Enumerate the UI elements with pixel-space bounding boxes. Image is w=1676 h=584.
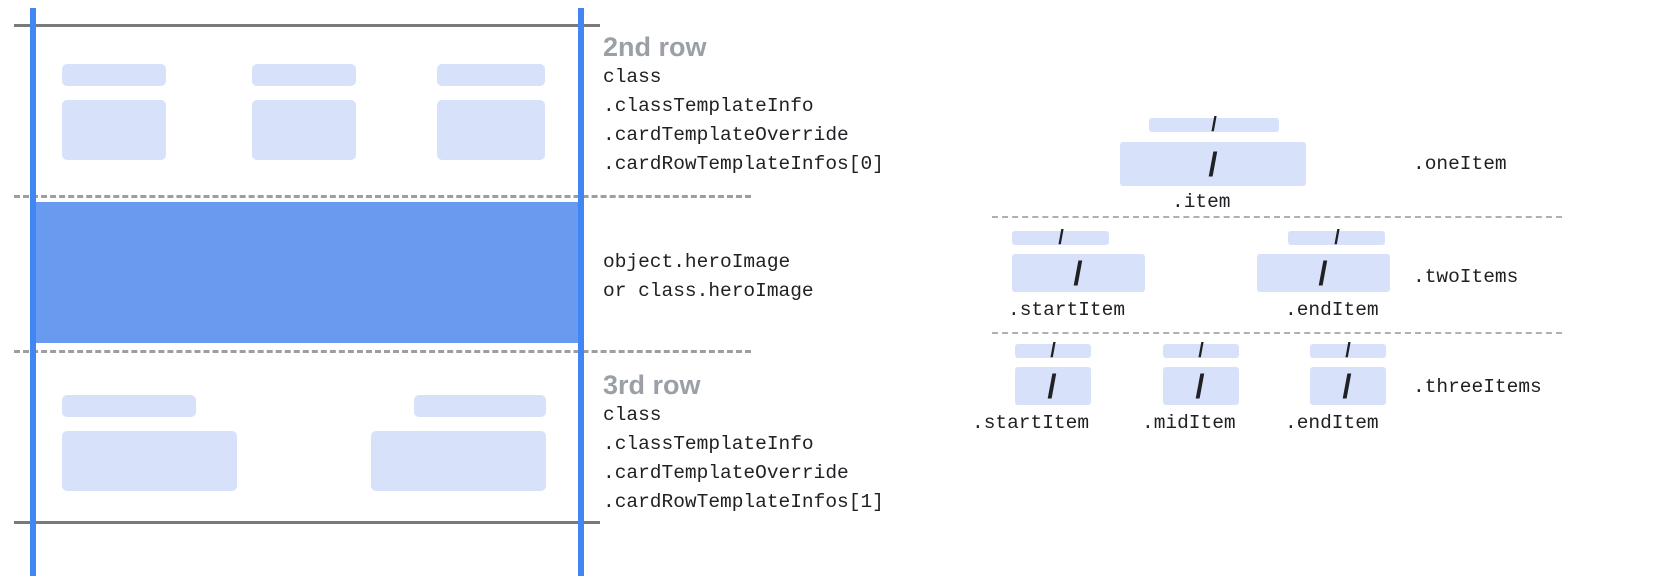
- three-items-mid-value-slash: /: [1195, 367, 1205, 405]
- three-items-end-value-box: [1310, 367, 1386, 405]
- two-items-start-value-box: [1012, 254, 1145, 292]
- two-items-end-label-bar: [1288, 231, 1385, 245]
- row-separator-bottom: [14, 350, 751, 353]
- one-item-label-bar: [1149, 118, 1279, 132]
- three-items-end-label-slash: /: [1345, 340, 1351, 362]
- row3-col2-value-placeholder: [371, 431, 546, 491]
- third-row-title: 3rd row: [603, 370, 701, 400]
- one-item-value-slash: /: [1208, 145, 1218, 183]
- two-items-end-value-slash: /: [1318, 254, 1328, 292]
- row2-col3-value-placeholder: [437, 100, 545, 160]
- legend-separator-two-three: [992, 332, 1562, 334]
- row3-col1-value-placeholder: [62, 431, 237, 491]
- hero-image-code: object.heroImage or class.heroImage: [603, 251, 814, 302]
- second-row-title: 2nd row: [603, 32, 707, 62]
- row2-col3-label-placeholder: [437, 64, 545, 86]
- two-items-start-label-bar: [1012, 231, 1109, 245]
- row2-col2-label-placeholder: [252, 64, 356, 86]
- card-bottom-rule: [14, 521, 600, 524]
- one-item-caption: .item: [1172, 191, 1231, 213]
- third-row-code: class .classTemplateInfo .cardTemplateOv…: [603, 404, 884, 513]
- second-row-code: class .classTemplateInfo .cardTemplateOv…: [603, 66, 884, 175]
- one-item-group-label: .oneItem: [1413, 153, 1507, 175]
- card-top-rule: [14, 24, 600, 27]
- three-items-start-caption: .startItem: [972, 412, 1090, 434]
- left-edge-guide: [30, 8, 36, 576]
- three-items-mid-label-slash: /: [1198, 340, 1204, 362]
- two-items-end-label-slash: /: [1334, 227, 1340, 249]
- three-items-start-value-box: [1015, 367, 1091, 405]
- row2-col2-value-placeholder: [252, 100, 356, 160]
- legend-separator-one-two: [992, 216, 1562, 218]
- one-item-label-slash: /: [1211, 114, 1217, 136]
- three-items-end-value-slash: /: [1342, 367, 1352, 405]
- one-item-value-box: [1120, 142, 1306, 186]
- three-items-mid-label-bar: [1163, 344, 1239, 358]
- row-separator-top: [14, 195, 751, 198]
- two-items-start-label-slash: /: [1058, 227, 1064, 249]
- three-items-end-caption: .endItem: [1285, 412, 1379, 434]
- two-items-end-caption: .endItem: [1285, 299, 1379, 321]
- two-items-group-label: .twoItems: [1413, 266, 1519, 288]
- three-items-mid-value-box: [1163, 367, 1239, 405]
- item-layout-legend: / / .item .oneItem / / .startItem / / .e…: [960, 0, 1676, 584]
- annotation-second-row: 2nd row class .classTemplateInfo .cardTe…: [603, 31, 884, 179]
- row3-col1-label-placeholder: [62, 395, 196, 417]
- three-items-start-label-bar: [1015, 344, 1091, 358]
- three-items-start-label-slash: /: [1050, 340, 1056, 362]
- two-items-start-caption: .startItem: [1008, 299, 1126, 321]
- three-items-group-label: .threeItems: [1413, 376, 1542, 398]
- three-items-mid-caption: .midItem: [1142, 412, 1236, 434]
- right-edge-guide: [578, 8, 584, 576]
- two-items-start-value-slash: /: [1073, 254, 1083, 292]
- row2-col1-value-placeholder: [62, 100, 166, 160]
- card-layout-preview: [0, 0, 751, 584]
- annotation-third-row: 3rd row class .classTemplateInfo .cardTe…: [603, 369, 884, 517]
- row2-col1-label-placeholder: [62, 64, 166, 86]
- two-items-end-value-box: [1257, 254, 1390, 292]
- three-items-end-label-bar: [1310, 344, 1386, 358]
- row3-col2-label-placeholder: [414, 395, 546, 417]
- hero-image-band: [33, 202, 581, 343]
- annotation-hero-image: object.heroImage or class.heroImage: [603, 248, 814, 306]
- three-items-start-value-slash: /: [1047, 367, 1057, 405]
